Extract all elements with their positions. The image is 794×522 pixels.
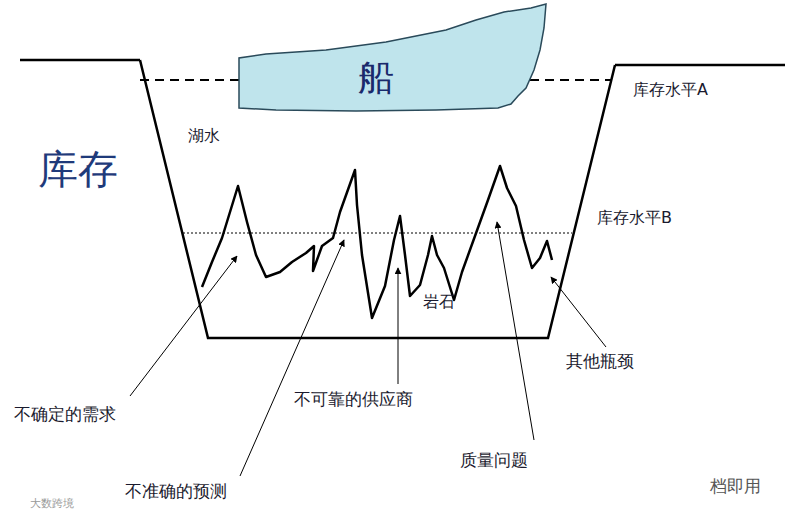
leader-line	[398, 268, 399, 384]
leader-line	[240, 240, 344, 476]
cause-label: 其他瓶颈	[566, 352, 634, 372]
ship-label: 船	[358, 54, 394, 103]
section-heading: 库存	[38, 146, 118, 192]
ship-shape: 船	[236, 0, 548, 112]
level-label: 库存水平B	[597, 209, 672, 227]
level-b-line	[183, 233, 572, 234]
cause-label: 不确定的需求	[14, 405, 116, 425]
cause-label: 不准确的预测	[125, 482, 227, 502]
ship-hull	[239, 4, 546, 111]
region-label: 岩石	[423, 293, 455, 311]
leader-line	[497, 222, 534, 440]
level-label: 库存水平A	[633, 81, 708, 99]
watermark: 档即用	[710, 477, 761, 497]
leader-line	[130, 256, 237, 396]
watermark: 大数跨境	[30, 498, 74, 511]
ground-line	[615, 64, 785, 67]
cause-label: 质量问题	[460, 451, 528, 471]
leader-line	[551, 277, 606, 347]
ground-line	[20, 59, 140, 62]
region-label: 湖水	[188, 127, 220, 145]
rock-outline	[202, 166, 552, 318]
cause-label: 不可靠的供应商	[294, 390, 413, 410]
